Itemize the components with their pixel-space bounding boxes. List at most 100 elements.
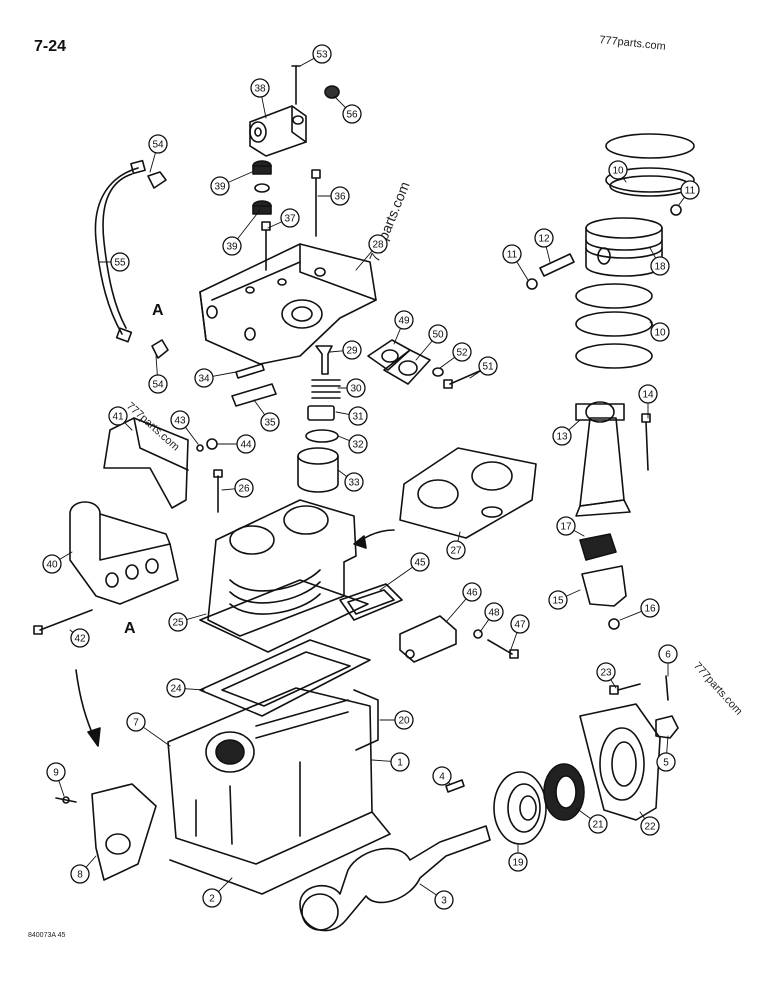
callout-number: 28 <box>372 240 384 251</box>
callout-number: 34 <box>198 374 210 385</box>
cylinder-head <box>199 243 377 365</box>
callout-circle <box>280 208 300 228</box>
head-gasket <box>399 447 537 539</box>
callout-37: 37 <box>280 208 300 228</box>
callout-44: 44 <box>236 434 256 454</box>
callout-circle <box>202 888 222 908</box>
callout-circle <box>250 78 270 98</box>
callout-42: 42 <box>70 628 90 648</box>
callout-leader <box>337 435 351 442</box>
callout-4: 4 <box>432 766 452 786</box>
figure-code: 840073A 45 <box>28 932 66 939</box>
callout-number: 44 <box>240 440 252 451</box>
callout-circle <box>108 406 128 426</box>
callout-leader <box>379 566 414 591</box>
callout-leader <box>221 488 236 491</box>
callout-39: 39 <box>222 236 242 256</box>
callout-circle <box>596 662 616 682</box>
callout-45: 45 <box>410 552 430 572</box>
callout-circle <box>368 234 388 254</box>
callout-14: 14 <box>638 384 658 404</box>
callout-circle <box>680 180 700 200</box>
callout-leader <box>545 246 551 263</box>
callout-number: 18 <box>654 262 666 273</box>
callout-leader <box>149 152 156 173</box>
callout-number: 7 <box>133 718 139 729</box>
callout-circle <box>330 186 350 206</box>
callout-40: 40 <box>42 554 62 574</box>
callout-circle <box>126 712 146 732</box>
callout-circle <box>148 374 168 394</box>
callout-leader <box>335 411 350 415</box>
callout-6: 6 <box>658 644 678 664</box>
callout-circle <box>148 134 168 154</box>
callout-circle <box>434 890 454 910</box>
callout-leader <box>371 759 392 762</box>
callout-47: 47 <box>510 614 530 634</box>
callout-number: 30 <box>350 384 362 395</box>
callout-number: 14 <box>642 390 654 401</box>
callout-number: 24 <box>170 684 182 695</box>
assembly-arrow <box>75 529 395 747</box>
callout-leader <box>677 196 686 207</box>
callout-10: 10 <box>650 322 670 342</box>
callout-leader <box>575 807 592 820</box>
callout-number: 27 <box>450 546 462 557</box>
leader-lines <box>58 57 686 896</box>
crankshaft <box>299 779 491 932</box>
view-label: A <box>152 302 164 319</box>
callout-21: 21 <box>588 814 608 834</box>
callout-circle <box>510 614 530 634</box>
callout-circle <box>446 540 466 560</box>
callout-circle <box>410 552 430 572</box>
main-bearings <box>493 763 585 845</box>
callout-circle <box>70 628 90 648</box>
callout-circle <box>588 814 608 834</box>
callout-circle <box>432 766 452 786</box>
callout-number: 12 <box>538 234 550 245</box>
callout-5: 5 <box>656 752 676 772</box>
callout-number: 55 <box>114 258 126 269</box>
callout-circle <box>658 644 678 664</box>
callout-number: 10 <box>654 328 666 339</box>
callout-number: 50 <box>432 330 444 341</box>
callout-1: 1 <box>390 752 410 772</box>
callout-number: 23 <box>600 668 612 679</box>
callout-10: 10 <box>608 160 628 180</box>
callout-number: 10 <box>612 166 624 177</box>
callout-leader <box>415 340 433 361</box>
callout-leader <box>568 419 581 431</box>
callout-circle <box>390 752 410 772</box>
callout-circle <box>70 864 90 884</box>
unloader-cylinder <box>33 501 179 635</box>
callout-8: 8 <box>70 864 90 884</box>
callout-16: 16 <box>640 598 660 618</box>
callout-11: 11 <box>680 180 700 200</box>
callout-number: 17 <box>560 522 572 533</box>
callout-number: 11 <box>507 250 518 261</box>
callout-leader <box>649 247 657 259</box>
callout-leader <box>355 250 373 271</box>
callout-number: 29 <box>346 346 358 357</box>
callout-33: 33 <box>344 472 364 492</box>
callout-19: 19 <box>508 852 528 872</box>
callout-3: 3 <box>434 890 454 910</box>
callout-circle <box>46 762 66 782</box>
callout-leader <box>649 321 655 327</box>
callout-number: 52 <box>456 348 468 359</box>
head-bolts <box>261 169 321 271</box>
callout-circle <box>638 384 658 404</box>
callout-circle <box>344 472 364 492</box>
piston <box>526 204 682 290</box>
callout-leader <box>393 327 401 345</box>
callout-leader <box>622 177 627 183</box>
callout-circle <box>462 582 482 602</box>
callout-leader <box>261 96 267 119</box>
callout-circle <box>222 236 242 256</box>
callout-leader <box>509 632 518 653</box>
callout-2: 2 <box>202 888 222 908</box>
callout-9: 9 <box>46 762 66 782</box>
callout-number: 31 <box>352 412 364 423</box>
